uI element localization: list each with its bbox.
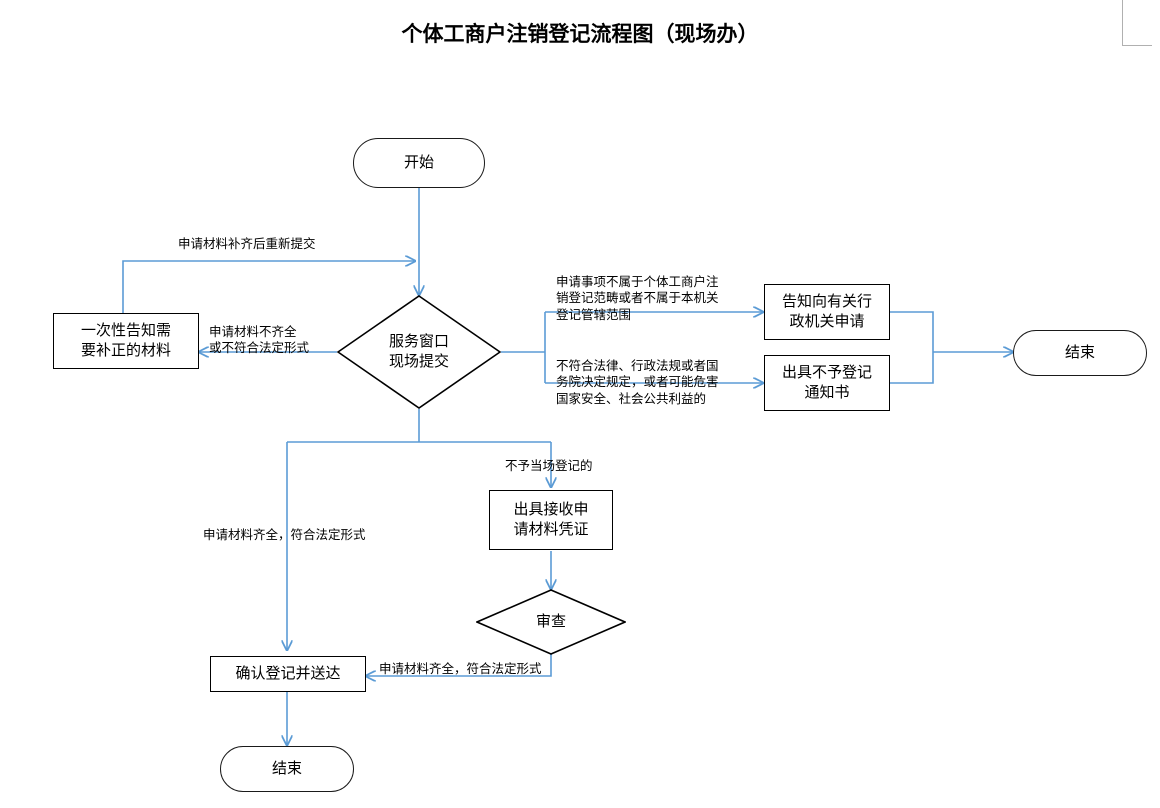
node-review-label: 审查	[535, 612, 566, 630]
node-end-bottom[interactable]: 结束	[220, 746, 354, 792]
edge-label-materials-complete-left: 申请材料齐全，符合法定形式	[203, 528, 366, 542]
edge-label-violates-law: 不符合法律、行政法规或者国 务院决定规定，或者可能危害 国家安全、社会公共利益的	[556, 359, 719, 406]
edge-label-resubmit-after-supplement: 申请材料补齐后重新提交	[178, 237, 316, 251]
crop-mark-top-right-horizontal	[1122, 45, 1152, 46]
node-refuse-notice[interactable]: 出具不予登记 通知书	[764, 355, 890, 411]
node-service-window[interactable]: 服务窗口 现场提交	[337, 295, 501, 409]
page-title: 个体工商户注销登记流程图（现场办）	[401, 22, 759, 46]
node-end-right[interactable]: 结束	[1013, 330, 1147, 376]
edge-label-out-of-scope: 申请事项不属于个体工商户注 销登记范畴或者不属于本机关 登记管辖范围	[556, 275, 719, 322]
diamond-shape	[476, 589, 626, 655]
node-confirm-register[interactable]: 确认登记并送达	[210, 656, 366, 692]
node-start[interactable]: 开始	[353, 138, 485, 188]
node-service-window-label: 服务窗口 现场提交	[388, 332, 449, 370]
edge-label-materials-incomplete: 申请材料不齐全 或不符合法定形式	[209, 325, 310, 356]
node-inform-other-agency[interactable]: 告知向有关行 政机关申请	[764, 284, 890, 340]
edge-label-materials-complete-review: 申请材料齐全，符合法定形式	[379, 662, 542, 676]
crop-mark-top-right-vertical	[1122, 0, 1123, 46]
node-receipt-voucher[interactable]: 出具接收申 请材料凭证	[489, 490, 613, 550]
node-one-time-notice[interactable]: 一次性告知需 要补正的材料	[53, 313, 199, 369]
diamond-shape	[337, 295, 501, 409]
edge-label-not-registered-onsite: 不予当场登记的	[505, 459, 593, 473]
node-review[interactable]: 审查	[476, 589, 626, 655]
